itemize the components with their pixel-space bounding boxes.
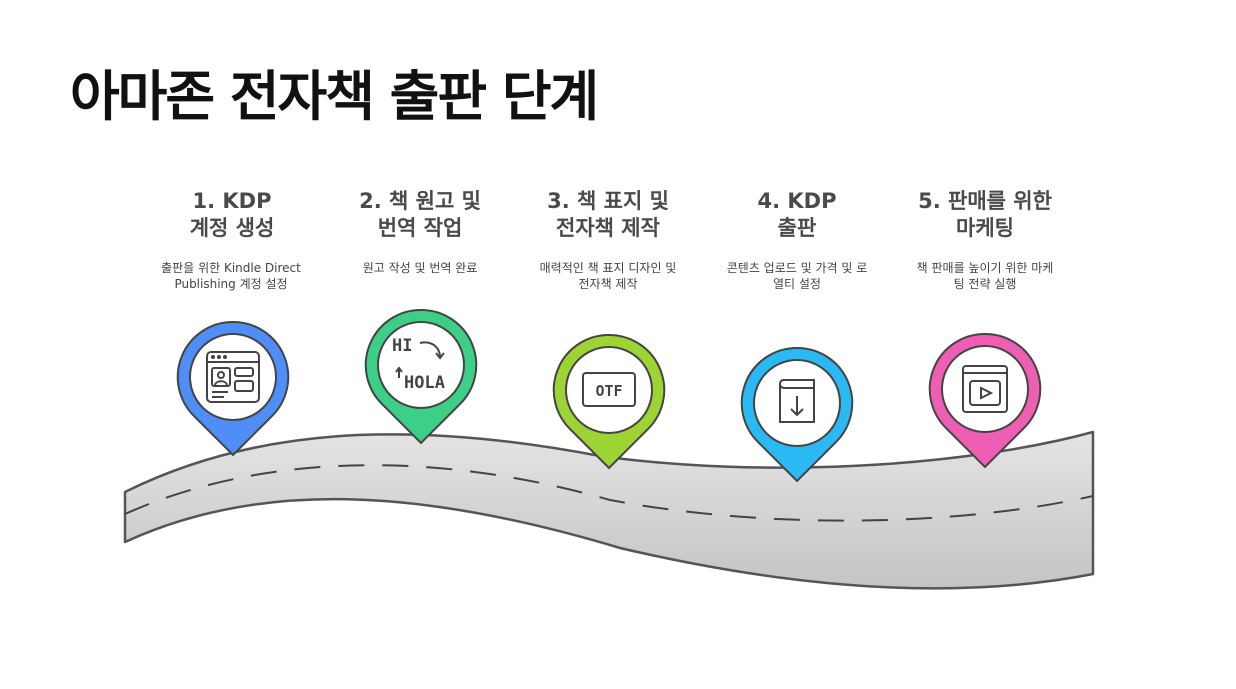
step-4-desc-line1: 콘텐츠 업로드 및 가격 및 로 (726, 261, 868, 275)
book-download-icon (779, 379, 815, 423)
step-1-pin (176, 320, 290, 457)
step-3-desc-line1: 매력적인 책 표지 디자인 및 (539, 261, 677, 275)
step-4-description: 콘텐츠 업로드 및 가격 및 로 열티 설정 (712, 260, 882, 292)
road-center-line (124, 464, 1094, 522)
step-2-heading-line1: 2. 책 원고 및 (359, 189, 481, 213)
step-2-description: 원고 작성 및 번역 완료 (335, 260, 505, 276)
step-1-desc-line1: 출판을 위한 Kindle Direct (161, 261, 301, 275)
otf-file-icon-label: OTF (595, 382, 622, 400)
step-2-heading: 2. 책 원고 및 번역 작업 (325, 188, 515, 242)
step-3-heading-line1: 3. 책 표지 및 (547, 189, 669, 213)
step-2-heading-line2: 번역 작업 (377, 216, 463, 240)
webpage-icon (206, 351, 260, 403)
step-4-heading-line1: 4. KDP (757, 189, 837, 213)
step-3-heading: 3. 책 표지 및 전자책 제작 (513, 188, 703, 242)
step-4-heading-line2: 출판 (777, 216, 817, 240)
step-3-description: 매력적인 책 표지 디자인 및 전자책 제작 (523, 260, 693, 292)
otf-file-icon: OTF (582, 372, 636, 407)
step-4-pin (740, 346, 854, 483)
step-3-heading-line2: 전자책 제작 (556, 216, 660, 240)
step-1-description: 출판을 위한 Kindle Direct Publishing 계정 설정 (146, 260, 316, 292)
step-2-pin: HI HOLA (364, 308, 478, 445)
step-5-description: 책 판매를 높이기 위한 마케 팅 전략 실행 (900, 260, 1070, 292)
step-4-heading: 4. KDP 출판 (702, 188, 892, 242)
step-1-heading-line1: 1. KDP (192, 189, 272, 213)
step-4-desc-line2: 열티 설정 (773, 277, 821, 291)
step-5-desc-line1: 책 판매를 높이기 위한 마케 (916, 261, 1054, 275)
page-title: 아마존 전자책 출판 단계 (70, 65, 599, 128)
step-5-heading-line1: 5. 판매를 위한 (918, 189, 1052, 213)
step-5-heading: 5. 판매를 위한 마케팅 (890, 188, 1080, 242)
step-1-heading: 1. KDP 계정 생성 (137, 188, 327, 242)
step-1-heading-line2: 계정 생성 (189, 216, 275, 240)
translate-icon-hola: HOLA (404, 373, 445, 393)
step-2-desc-line1: 원고 작성 및 번역 완료 (362, 261, 478, 275)
step-3-pin: OTF (552, 333, 666, 470)
step-5-heading-line2: 마케팅 (956, 216, 1014, 240)
step-5-desc-line2: 팅 전략 실행 (953, 277, 1017, 291)
step-3-desc-line2: 전자책 제작 (578, 277, 638, 291)
step-1-desc-line2: Publishing 계정 설정 (174, 277, 288, 291)
translate-icon-hi: HI (392, 336, 412, 356)
step-5-pin (928, 332, 1042, 469)
translate-icon: HI HOLA (392, 336, 445, 393)
video-book-icon (962, 365, 1008, 413)
